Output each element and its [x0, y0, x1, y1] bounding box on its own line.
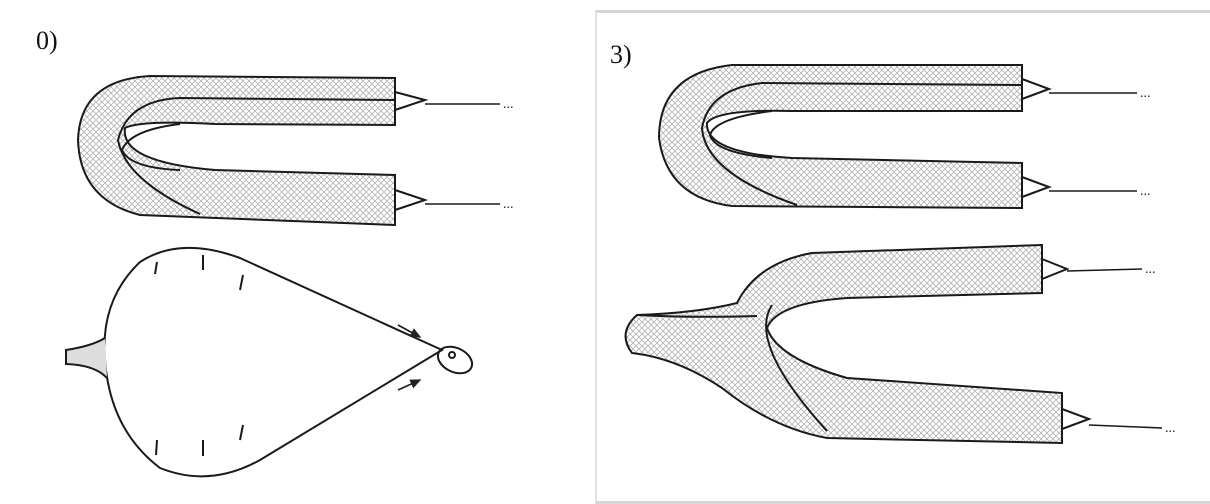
bottom-end-cap [1062, 393, 1089, 443]
bottom-string-dots: ... [1165, 421, 1176, 436]
tick-mark [155, 262, 157, 274]
top-end-cap [395, 78, 425, 125]
top-string [1067, 269, 1142, 271]
top-string-dots: ... [1140, 86, 1151, 101]
panel-step-0: 0) ... ... [0, 0, 584, 504]
bottom-end-cap [395, 175, 425, 225]
folded-tube: ... ... [78, 76, 514, 225]
sac-knot [434, 342, 477, 379]
bottom-string [1089, 425, 1162, 428]
upper-folded-tube: ... ... [659, 65, 1151, 208]
lower-y-tube: ... ... [626, 245, 1176, 443]
knot-hole [449, 352, 455, 358]
tick-mark [240, 275, 243, 290]
sac-nipple [66, 338, 107, 378]
bottom-string-dots: ... [1140, 184, 1151, 199]
panel-step-3: 3) ... ... ... ... [595, 10, 1210, 504]
tube-band [659, 65, 1022, 208]
bottom-end-cap [1022, 163, 1049, 208]
top-end-cap [1022, 65, 1049, 111]
step-0-drawing: ... ... [0, 0, 584, 504]
tick-mark [156, 440, 157, 455]
bottom-string-dots: ... [503, 197, 514, 212]
step-3-drawing: ... ... ... ... [597, 13, 1210, 501]
tick-mark [240, 425, 243, 440]
top-string-dots: ... [503, 97, 514, 112]
top-string-dots: ... [1145, 262, 1156, 277]
y-tube-band [626, 245, 1062, 443]
pull-arrow-bottom [398, 380, 420, 390]
sac-outline [104, 248, 442, 476]
balloon-sac [66, 248, 476, 476]
top-end-cap [1042, 245, 1067, 293]
